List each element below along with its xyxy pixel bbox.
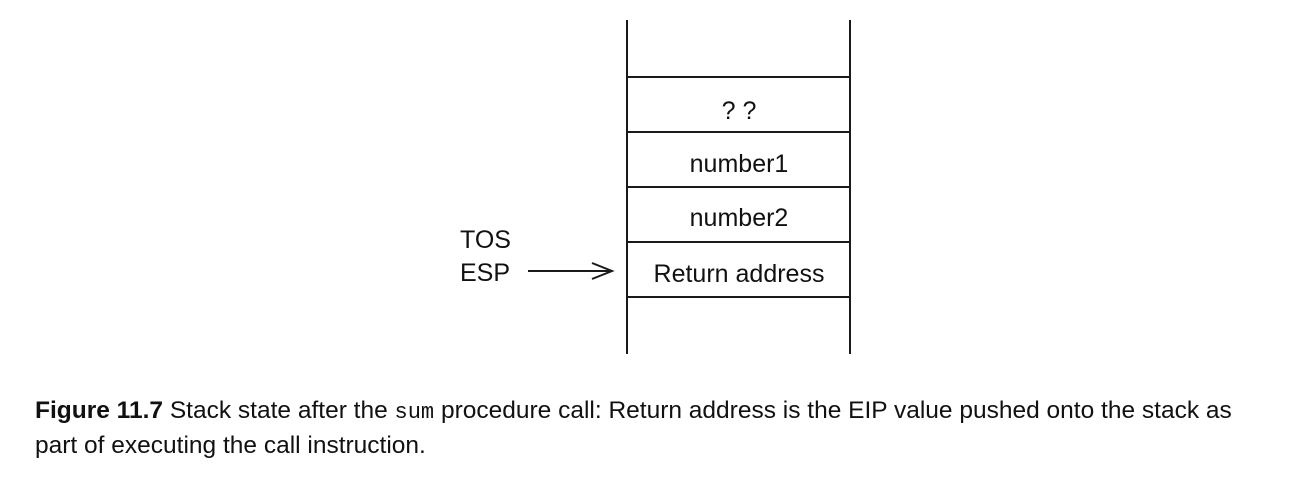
stack-cell-return-address-label: Return address xyxy=(654,260,825,288)
caption-code-sum: sum xyxy=(394,400,435,425)
caption-text-part1: Stack state after the xyxy=(163,397,395,424)
figure-number: Figure 11.7 xyxy=(35,397,164,424)
caption-text-part2: procedure call: Return address is the EI… xyxy=(35,397,1232,459)
stack-cell-number1-label: number1 xyxy=(690,150,789,178)
figure-caption: Figure 11.7 Stack state after the sum pr… xyxy=(35,394,1275,462)
tos-label: TOS xyxy=(460,226,511,254)
esp-label: ESP xyxy=(460,259,510,287)
arrow-head xyxy=(591,262,615,280)
esp-arrow xyxy=(528,262,615,280)
stack-cell-unknown-label: ? ? xyxy=(722,97,757,125)
stack-cell-number2-label: number2 xyxy=(690,204,789,232)
